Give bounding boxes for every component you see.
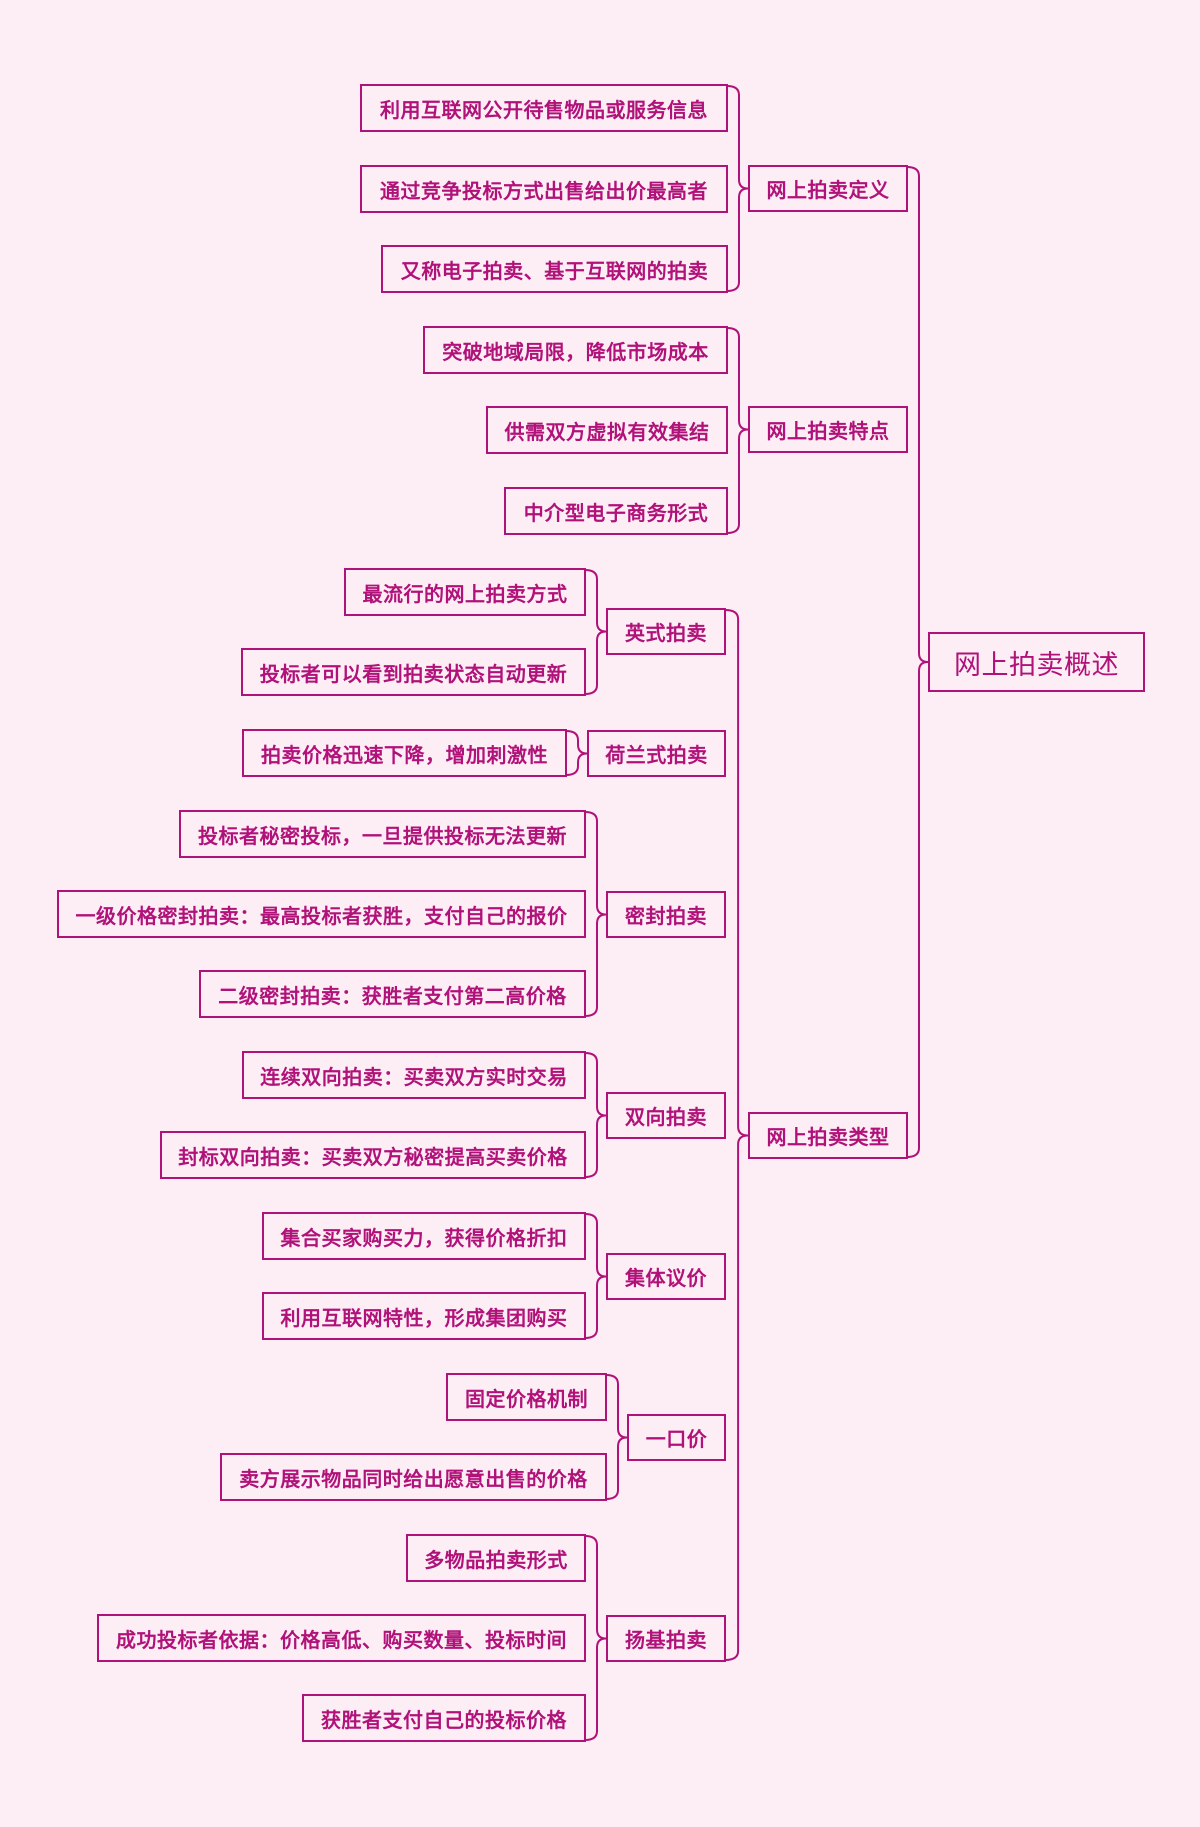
brace-sealed <box>584 811 607 1017</box>
brace-yankee <box>584 1535 607 1741</box>
section-definition[interactable]: 网上拍卖定义 <box>748 165 908 212</box>
type-fixed-price[interactable]: 一口价 <box>627 1414 726 1461</box>
root-node[interactable]: 网上拍卖概述 <box>928 632 1145 692</box>
type-item[interactable]: 固定价格机制 <box>446 1373 607 1421</box>
type-item[interactable]: 利用互联网特性，形成集团购买 <box>262 1292 586 1340</box>
type-item[interactable]: 一级价格密封拍卖：最高投标者获胜，支付自己的报价 <box>57 890 586 938</box>
type-item[interactable]: 投标者秘密投标，一旦提供投标无法更新 <box>179 810 586 858</box>
type-double-auction[interactable]: 双向拍卖 <box>606 1092 726 1139</box>
brace-definition <box>726 85 749 292</box>
type-item[interactable]: 拍卖价格迅速下降，增加刺激性 <box>242 729 567 777</box>
type-dutch-auction[interactable]: 荷兰式拍卖 <box>587 730 726 777</box>
definition-item[interactable]: 利用互联网公开待售物品或服务信息 <box>360 84 728 132</box>
type-item[interactable]: 封标双向拍卖：买卖双方秘密提高买卖价格 <box>160 1131 586 1179</box>
type-yankee-auction[interactable]: 扬基拍卖 <box>606 1615 726 1662</box>
brace-root <box>906 166 929 1158</box>
type-item[interactable]: 多物品拍卖形式 <box>406 1534 586 1582</box>
type-item[interactable]: 获胜者支付自己的投标价格 <box>302 1694 586 1742</box>
definition-item[interactable]: 又称电子拍卖、基于互联网的拍卖 <box>381 245 728 293</box>
type-item[interactable]: 最流行的网上拍卖方式 <box>344 568 586 616</box>
type-sealed-auction[interactable]: 密封拍卖 <box>606 891 726 938</box>
type-item[interactable]: 二级密封拍卖：获胜者支付第二高价格 <box>199 970 586 1018</box>
section-features[interactable]: 网上拍卖特点 <box>748 406 908 453</box>
type-item[interactable]: 卖方展示物品同时给出愿意出售的价格 <box>220 1453 607 1501</box>
feature-item[interactable]: 供需双方虚拟有效集结 <box>486 406 728 454</box>
brace-double <box>584 1052 607 1178</box>
brace-group <box>584 1213 607 1339</box>
brace-fixed <box>605 1374 628 1500</box>
brace-dutch <box>565 730 588 776</box>
type-item[interactable]: 投标者可以看到拍卖状态自动更新 <box>241 648 586 696</box>
brace-types <box>724 609 749 1661</box>
brace-features <box>726 327 749 534</box>
type-group-buying[interactable]: 集体议价 <box>606 1253 726 1300</box>
type-item[interactable]: 连续双向拍卖：买卖双方实时交易 <box>242 1051 586 1099</box>
type-item[interactable]: 成功投标者依据：价格高低、购买数量、投标时间 <box>97 1614 586 1662</box>
brace-english <box>584 569 607 695</box>
feature-item[interactable]: 突破地域局限，降低市场成本 <box>423 326 728 374</box>
type-english-auction[interactable]: 英式拍卖 <box>606 608 726 655</box>
feature-item[interactable]: 中介型电子商务形式 <box>504 487 728 535</box>
definition-item[interactable]: 通过竞争投标方式出售给出价最高者 <box>360 165 728 213</box>
section-types[interactable]: 网上拍卖类型 <box>748 1112 908 1159</box>
type-item[interactable]: 集合买家购买力，获得价格折扣 <box>262 1212 586 1260</box>
